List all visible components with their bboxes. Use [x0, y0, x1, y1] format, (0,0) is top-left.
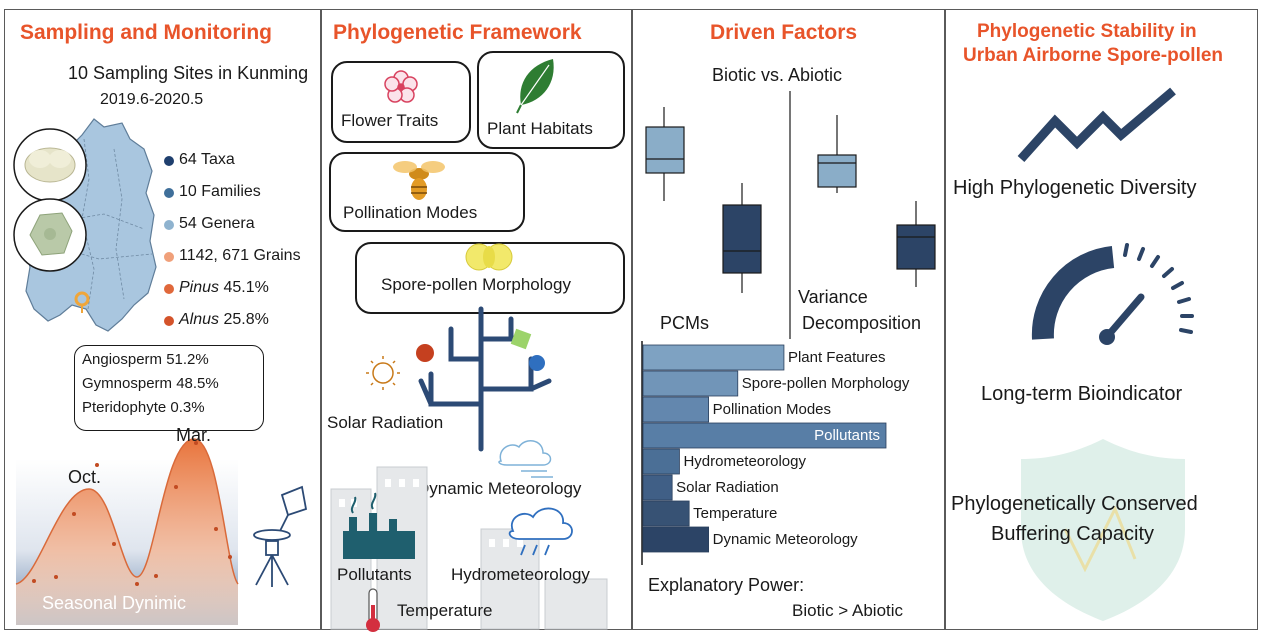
bioindicator-label: Long-term Bioindicator: [981, 383, 1183, 405]
bar-label-solar-radiation: Solar Radiation: [676, 479, 779, 496]
temperature-label: Temperature: [397, 601, 493, 620]
flower-traits-label: Flower Traits: [341, 111, 439, 130]
bar-label-temperature: Temperature: [693, 505, 778, 522]
sampling-period: 2019.6-2020.5: [100, 91, 204, 108]
stat-genera: 54 Genera: [179, 215, 255, 232]
boxplot-comparison: [645, 91, 936, 339]
leaf-icon: [516, 59, 554, 114]
bar-temperature: [642, 500, 690, 527]
angiosperm-percent: Angiosperm 51.2%: [82, 351, 209, 368]
stat-families: 10 Families: [179, 183, 261, 200]
sampling-sites: 10 Sampling Sites in Kunming: [68, 63, 309, 83]
bar-hydrometeorology: [642, 448, 680, 475]
stability-panel: Phylogenetic Stability in Urban Airborne…: [945, 9, 1258, 630]
factors-title: Driven Factors: [710, 21, 858, 44]
framework-title: Phylogenetic Framework: [333, 21, 582, 44]
hydrometeorology-label: Hydrometeorology: [451, 565, 590, 584]
sun-icon: [366, 356, 400, 390]
explanatory-power-label: Explanatory Power:: [648, 575, 805, 595]
pollen-morphology-icon: [465, 243, 513, 271]
divider-2: [631, 9, 633, 630]
factory-icon: [343, 492, 415, 559]
factors-panel: Driven Factors Biotic vs. Abiotic PCMs V…: [632, 9, 944, 630]
sampling-title: Sampling and Monitoring: [20, 21, 272, 44]
bar-label-plant-features: Plant Features: [787, 349, 886, 366]
bee-icon: [393, 161, 445, 200]
buffering-label-line2: Buffering Capacity: [991, 523, 1155, 545]
gauge-icon: [1031, 243, 1194, 345]
peak-oct-label: Oct.: [68, 467, 102, 487]
bar-dynamic-meteorology: [642, 526, 710, 553]
divider-1: [320, 9, 322, 630]
factors-subtitle: Biotic vs. Abiotic: [712, 65, 843, 85]
pollutants-label: Pollutants: [337, 565, 412, 584]
flower-icon: [384, 70, 418, 103]
cloud-wind-icon: [498, 440, 553, 478]
bar-pollination-modes: [642, 396, 710, 423]
dynamic-meteorology-label: Dynamic Meteorology: [417, 479, 582, 498]
pcms-label: PCMs: [660, 313, 709, 333]
rain-cloud-icon: [508, 507, 573, 556]
seasonal-label: Seasonal Dynimic: [42, 593, 187, 613]
zigzag-trend-icon: [1017, 87, 1176, 163]
composition-box: [74, 345, 264, 431]
bar-label-pollutants: Pollutants: [814, 427, 880, 444]
phylogenetic-tree-icon: [416, 306, 552, 452]
bar-label-dynamic-meteorology: Dynamic Meteorology: [712, 531, 858, 548]
pteridophyte-percent: Pteridophyte 0.3%: [82, 399, 205, 416]
bar-label-spore-pollen-morphology: Spore-pollen Morphology: [741, 375, 910, 392]
bar-solar-radiation: [642, 474, 673, 501]
shield-icon: [1021, 439, 1185, 621]
stat-dots: [164, 156, 174, 326]
thermometer-icon: [366, 588, 380, 632]
solar-radiation-label: Solar Radiation: [327, 413, 444, 432]
location-pin-icon: [74, 291, 90, 313]
sampling-panel: Sampling and Monitoring 10 Sampling Site…: [4, 9, 320, 630]
gymnosperm-percent: Gymnosperm 48.5%: [82, 375, 219, 392]
bar-label-hydrometeorology: Hydrometeorology: [683, 453, 806, 470]
bar-spore-pollen-morphology: [642, 370, 739, 397]
stat-taxa: 64 Taxa: [179, 151, 235, 168]
stat-grains: 1142, 671 Grains: [179, 247, 301, 264]
pollination-modes-label: Pollination Modes: [343, 203, 478, 222]
high-diversity-label: High Phylogenetic Diversity: [953, 177, 1197, 199]
stat-alnus: Alnus 25.8%: [179, 311, 269, 328]
buffering-label-line1: Phylogenetically Conserved: [951, 493, 1198, 515]
pollen-grain-1-icon: [13, 128, 87, 202]
spore-pollen-morphology-label: Spore-pollen Morphology: [381, 275, 571, 294]
explanatory-bars: [641, 341, 887, 565]
divider-3: [944, 9, 946, 630]
stat-pinus: Pinus 45.1%: [179, 279, 269, 296]
seasonal-curve-chart: [15, 438, 239, 625]
spore-trap-icon: [253, 485, 308, 587]
stability-title-line2: Urban Airborne Spore-pollen: [963, 45, 1224, 66]
plant-habitats-label: Plant Habitats: [487, 119, 593, 138]
stability-title-line1: Phylogenetic Stability in: [977, 21, 1197, 42]
peak-mar-label: Mar.: [176, 425, 212, 445]
variance-label: Variance: [798, 287, 868, 307]
framework-panel: Phylogenetic Framework Flower Traits Pla…: [321, 9, 631, 632]
bar-pollutants: [642, 422, 887, 449]
decomposition-label: Decomposition: [802, 313, 922, 333]
biotic-vs-abiotic-result: Biotic > Abiotic: [792, 601, 904, 620]
pollen-grain-2-icon: [13, 198, 87, 272]
bar-label-pollination-modes: Pollination Modes: [712, 401, 832, 418]
bar-plant-features: [642, 344, 785, 371]
